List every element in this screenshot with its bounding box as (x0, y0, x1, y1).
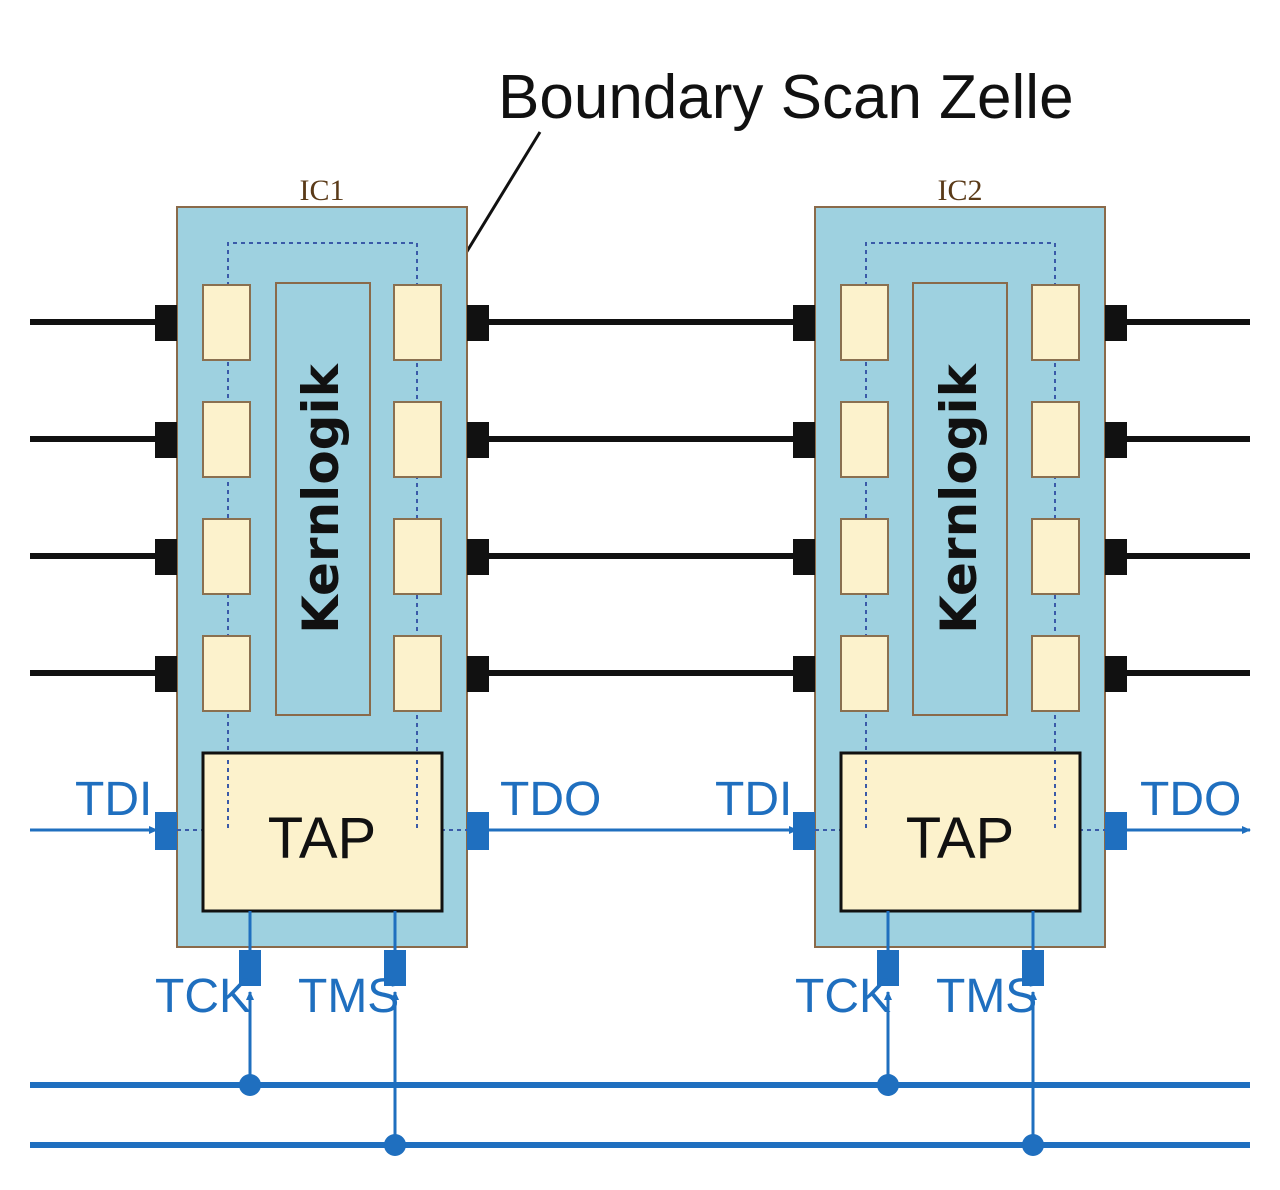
tck-pin (877, 950, 899, 986)
io-pin (155, 539, 177, 575)
io-pin (467, 422, 489, 458)
tck-pin (239, 950, 261, 986)
io-pin (467, 305, 489, 341)
tdi-label: TDI (715, 773, 792, 826)
chip-label: IC2 (938, 174, 983, 207)
tms-junction (1022, 1134, 1044, 1156)
tms-label: TMS (936, 970, 1037, 1023)
tck-label: TCK (795, 970, 891, 1023)
boundary-scan-cell (1031, 635, 1080, 712)
boundary-scan-cell (393, 284, 442, 361)
scan-path (227, 242, 418, 830)
tdo-pin (1105, 812, 1127, 850)
core-logic-label: Kernlogik (292, 362, 350, 633)
tdo-label: TDO (500, 773, 601, 826)
chip-ic2: IC2 Kernlogik TAP TDI TDO (715, 174, 1241, 1156)
core-logic-block (275, 282, 371, 716)
scan-path (865, 242, 1056, 830)
boundary-scan-cell (840, 401, 889, 478)
io-pin (155, 422, 177, 458)
boundary-scan-cell (840, 284, 889, 361)
boundary-scan-cell (1031, 401, 1080, 478)
io-pin (155, 656, 177, 692)
boundary-scan-cell (202, 284, 251, 361)
boundary-scan-cell (202, 635, 251, 712)
io-pin (1105, 656, 1127, 692)
io-pin (793, 422, 815, 458)
tdi-pin (793, 812, 815, 850)
tck-junction (877, 1074, 899, 1096)
boundary-scan-cell (1031, 284, 1080, 361)
chip-ic1: IC1 Kernlogik TAP TDI (75, 174, 601, 1156)
tms-label: TMS (298, 970, 399, 1023)
tdo-label: TDO (1140, 773, 1241, 826)
tms-pin (384, 950, 406, 986)
core-logic-block (912, 282, 1008, 716)
tap-controller (201, 751, 444, 913)
io-pin (155, 305, 177, 341)
boundary-scan-cell (393, 518, 442, 595)
io-pin (467, 656, 489, 692)
chip-label: IC1 (300, 174, 345, 207)
tck-label: TCK (155, 970, 251, 1023)
boundary-scan-cell (393, 401, 442, 478)
core-logic-label: Kernlogik (930, 362, 988, 633)
callout-label: Boundary Scan Zelle (498, 63, 1074, 132)
boundary-scan-cell (393, 635, 442, 712)
io-pin (467, 539, 489, 575)
tap-label: TAP (906, 806, 1015, 871)
boundary-scan-cell (1031, 518, 1080, 595)
io-pin (793, 656, 815, 692)
tap-controller (839, 751, 1082, 913)
io-pin (1105, 539, 1127, 575)
tms-junction (384, 1134, 406, 1156)
io-pin (1105, 305, 1127, 341)
boundary-scan-cell (840, 518, 889, 595)
tap-label: TAP (268, 806, 377, 871)
tdi-pin (155, 812, 177, 850)
io-pin (793, 539, 815, 575)
io-pin (793, 305, 815, 341)
tdi-label: TDI (75, 773, 152, 826)
boundary-scan-cell (202, 518, 251, 595)
tdo-pin (467, 812, 489, 850)
tms-pin (1022, 950, 1044, 986)
io-pin (1105, 422, 1127, 458)
boundary-scan-cell (202, 401, 251, 478)
boundary-scan-cell (840, 635, 889, 712)
tck-junction (239, 1074, 261, 1096)
